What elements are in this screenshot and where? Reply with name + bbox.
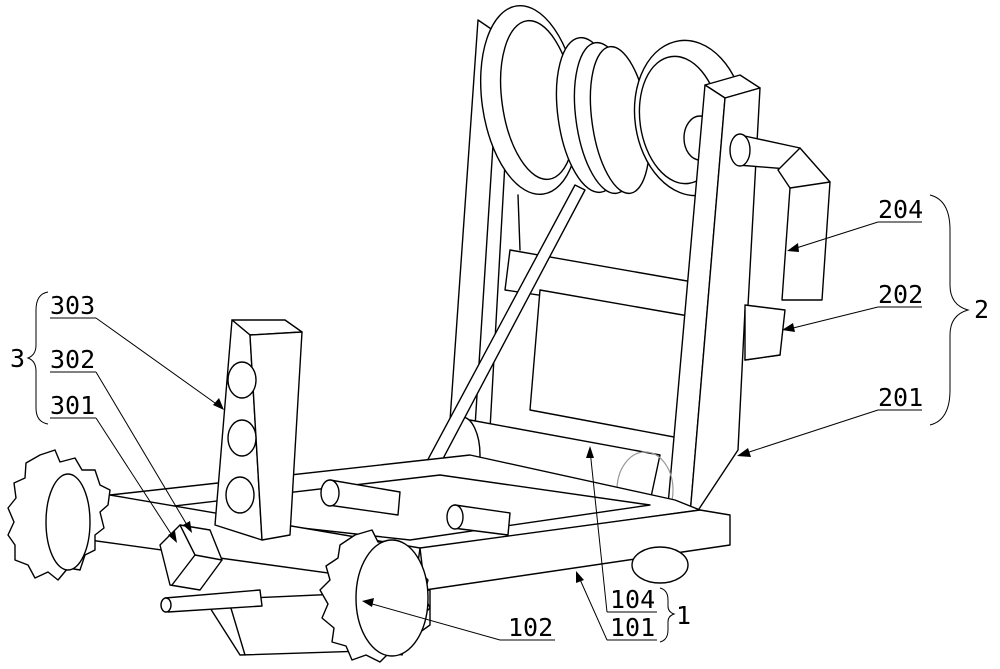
callout-labels: 204 202 201 2 303 302 301 3 102 104 101 … — [10, 195, 989, 642]
label-101: 101 — [610, 613, 655, 642]
label-1: 1 — [676, 601, 691, 630]
plate-hole — [227, 419, 257, 457]
rear-wheel — [631, 546, 689, 584]
label-201: 201 — [878, 383, 923, 412]
gear-hub — [45, 473, 91, 571]
slotted-plate — [214, 319, 303, 541]
right-gear — [319, 529, 431, 663]
left-gear — [7, 449, 111, 581]
bracket — [744, 304, 786, 361]
label-204: 204 — [878, 195, 923, 224]
label-102: 102 — [508, 613, 553, 642]
gear-face — [355, 539, 429, 657]
right-post — [667, 74, 781, 516]
upright-frame — [444, 19, 711, 506]
label-302: 302 — [50, 345, 95, 374]
leader-lines — [50, 221, 922, 641]
label-301: 301 — [50, 391, 95, 420]
crank-handle — [729, 133, 831, 301]
handle-grip — [777, 147, 831, 301]
label-104: 104 — [610, 585, 655, 614]
plate-hole — [225, 476, 255, 514]
label-202: 202 — [878, 280, 923, 309]
label-3: 3 — [10, 344, 25, 373]
label-2: 2 — [974, 295, 989, 324]
base-rods — [320, 479, 511, 536]
braces — [26, 194, 970, 643]
plate-hole — [227, 361, 257, 399]
label-303: 303 — [50, 291, 95, 320]
